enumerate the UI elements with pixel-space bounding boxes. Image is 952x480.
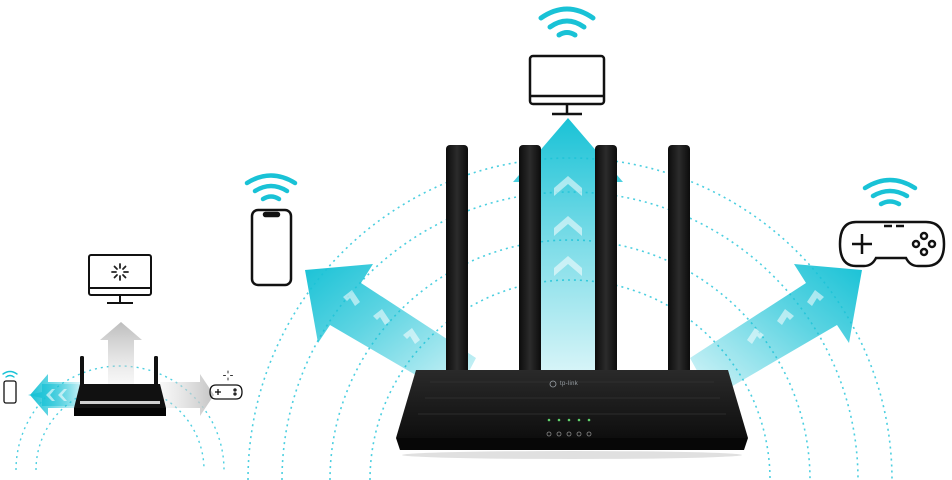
wifi-icon <box>538 6 596 38</box>
loading-spinner-icon <box>111 263 129 281</box>
wifi-icon <box>2 370 18 378</box>
router-icon <box>74 384 166 416</box>
monitor-icon <box>528 54 606 116</box>
wifi-icon <box>862 177 918 207</box>
beam-left <box>305 264 476 398</box>
beam-up <box>513 118 623 380</box>
legacy-router-antennas <box>80 356 158 386</box>
status-leds <box>547 418 591 422</box>
beam-right <box>690 264 862 398</box>
router-antennas <box>446 145 690 377</box>
gamepad-icon <box>838 220 946 268</box>
legacy-beam-left <box>28 374 84 416</box>
gamepad-icon <box>209 384 243 400</box>
router-icon <box>396 370 748 459</box>
wifi-icon <box>244 173 298 202</box>
legacy-beam-up <box>100 322 142 384</box>
smartphone-icon <box>3 380 17 404</box>
tp-link-logo <box>549 380 557 388</box>
loading-spinner-icon <box>223 370 233 381</box>
legacy-beam-right <box>160 374 214 416</box>
tp-link-logo-text: tp-link <box>560 381 579 387</box>
smartphone-icon <box>250 208 293 287</box>
monitor-icon <box>88 254 152 304</box>
